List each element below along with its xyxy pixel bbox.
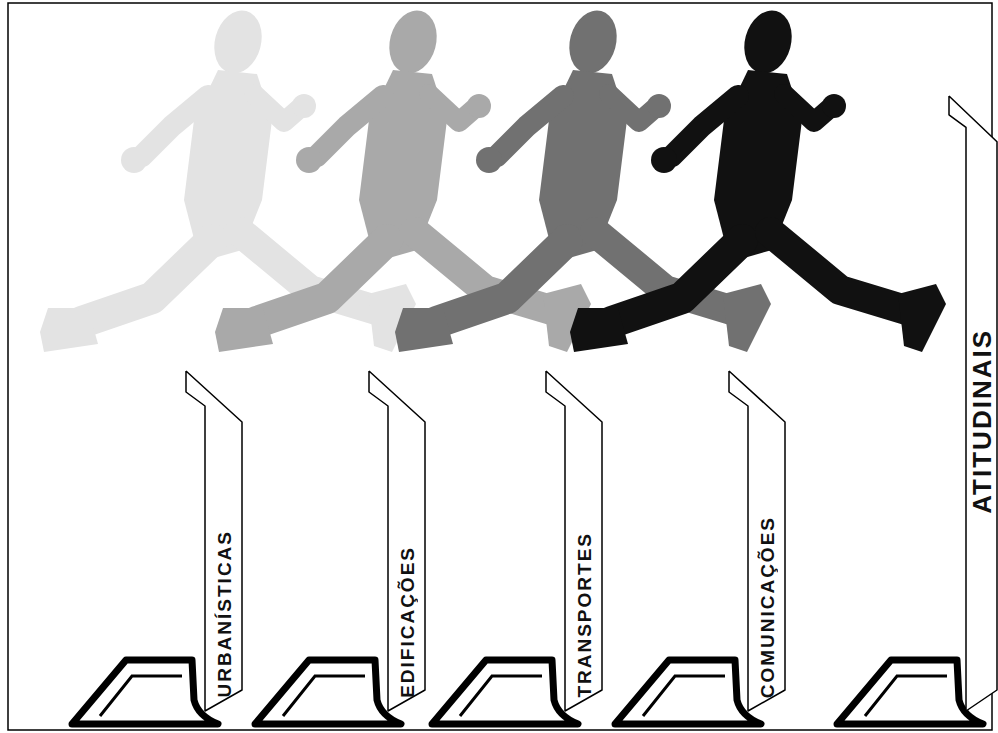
hurdle-board	[546, 371, 602, 711]
hurdle-base	[72, 660, 218, 724]
runner-silhouette	[40, 5, 416, 352]
barrier-label: TRANSPORTES	[575, 532, 594, 698]
hurdle-board	[729, 371, 785, 711]
hurdle-base	[615, 660, 761, 724]
hurdle-board	[949, 96, 997, 711]
barrier-label: URBANÍSTICAS	[215, 530, 234, 698]
barrier-label: ATITUDINAIS	[969, 329, 995, 514]
hurdle-base	[255, 660, 401, 724]
hurdle-base	[432, 660, 578, 724]
hurdle-outline	[368, 370, 426, 712]
hurdle-panel: COMUNICAÇÕES	[728, 370, 786, 712]
label-area: COMUNICAÇÕES	[748, 426, 786, 698]
hurdle-panel: ATITUDINAIS	[948, 95, 998, 712]
hurdle-board	[186, 371, 242, 711]
hurdle-base	[837, 660, 983, 724]
hurdle-board	[369, 371, 425, 711]
label-area: URBANÍSTICAS	[205, 426, 243, 698]
label-area: TRANSPORTES	[565, 426, 603, 698]
barrier-label: COMUNICAÇÕES	[758, 516, 777, 698]
hurdle-outline	[185, 370, 243, 712]
runner-silhouette	[395, 5, 771, 352]
hurdle-panel: TRANSPORTES	[545, 370, 603, 712]
hurdle-panel: EDIFICAÇÕES	[368, 370, 426, 712]
label-area: EDIFICAÇÕES	[388, 426, 426, 698]
hurdle-outline	[728, 370, 786, 712]
hurdle-outline	[545, 370, 603, 712]
frame	[8, 3, 992, 730]
hurdle-panel: URBANÍSTICAS	[185, 370, 243, 712]
runner-silhouette	[570, 5, 946, 352]
label-area: ATITUDINAIS	[966, 145, 998, 698]
barrier-label: EDIFICAÇÕES	[398, 546, 417, 698]
runner-silhouette	[215, 5, 591, 352]
